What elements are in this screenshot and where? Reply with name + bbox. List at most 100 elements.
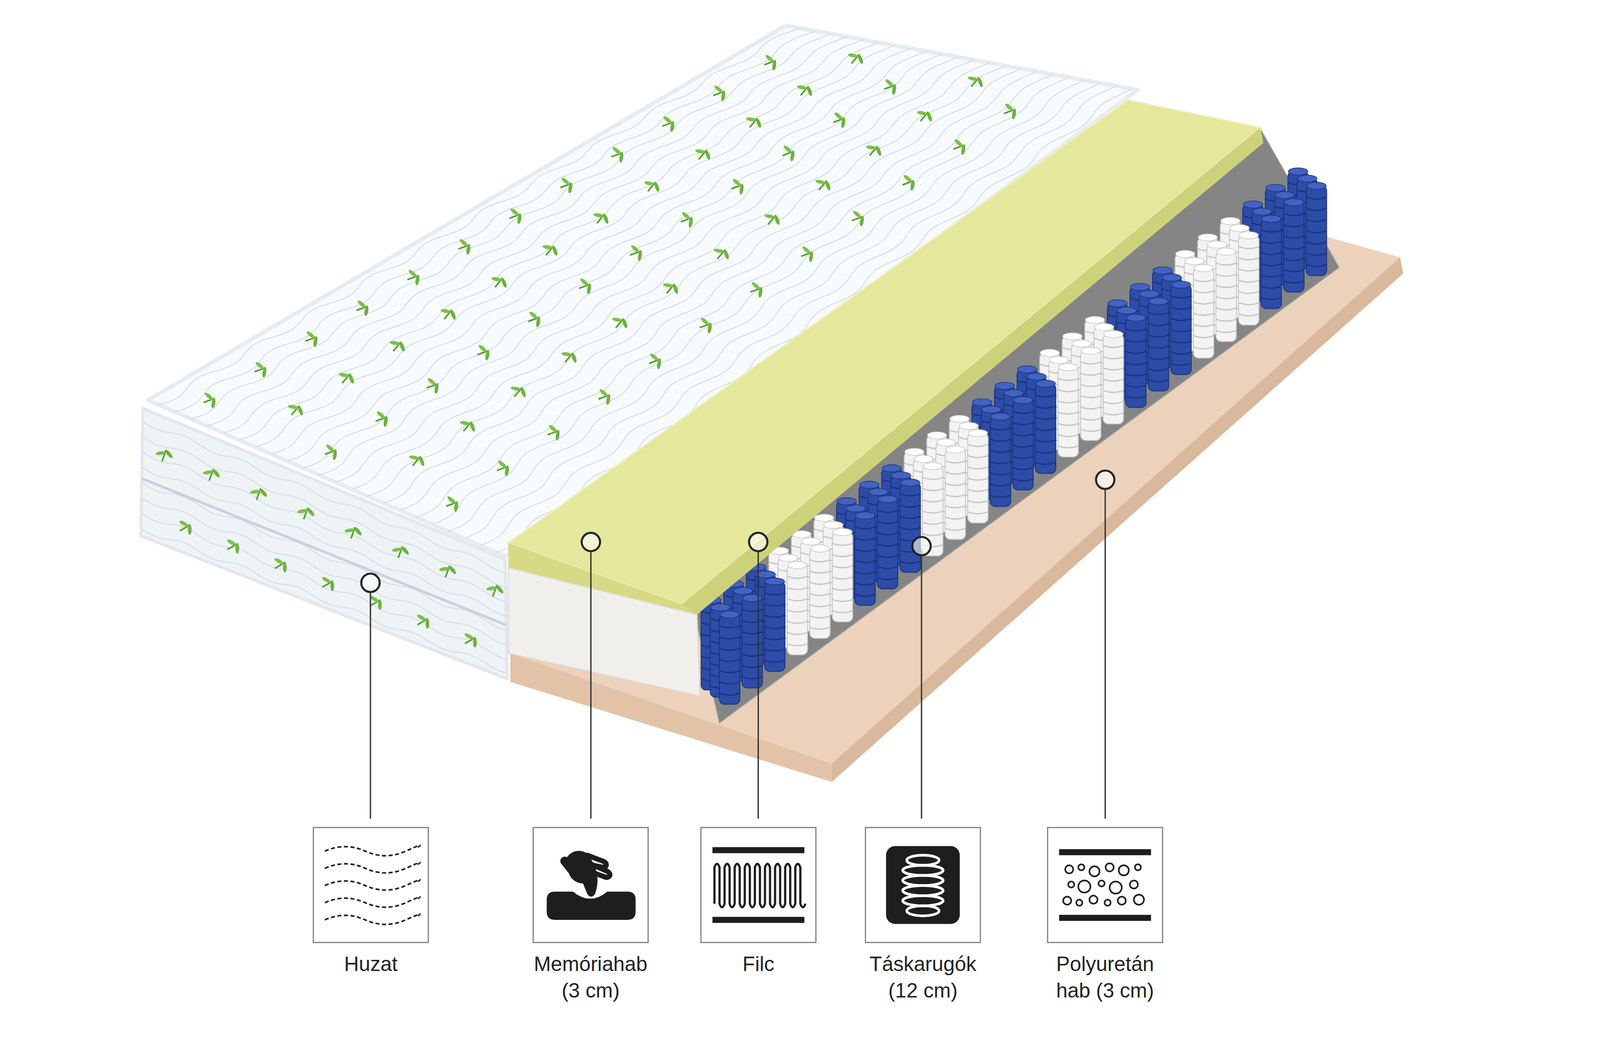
leaf-mark (575, 274, 595, 297)
leaf (484, 349, 491, 361)
leaf (773, 214, 781, 226)
quilt-line (140, 527, 507, 673)
leader-line (757, 552, 759, 819)
leaf-mark (506, 380, 530, 403)
leaf (976, 76, 984, 88)
spring-top (1094, 323, 1114, 331)
leaf-mark (881, 75, 901, 99)
coil (902, 865, 944, 876)
spring-body (1283, 202, 1304, 292)
bubble (1078, 863, 1085, 870)
spring-stripe (764, 603, 785, 606)
leaf (528, 310, 539, 320)
spring-stripe (1283, 280, 1304, 283)
spring-top (814, 513, 835, 521)
spring-top (810, 544, 830, 552)
part-label: Filc (693, 950, 824, 977)
leaf (567, 183, 574, 194)
leaf-mark (386, 334, 409, 357)
leaf (273, 557, 285, 566)
leaf (434, 383, 440, 395)
spring-stripe (990, 494, 1011, 497)
spring-top (1230, 224, 1250, 232)
spring-body (900, 482, 921, 573)
spring-stripe (832, 576, 853, 579)
leaf (449, 309, 457, 321)
spring-stripe (922, 510, 943, 513)
spring-top (787, 561, 808, 569)
spring-stripe (990, 450, 1011, 453)
leaf-mark (404, 266, 424, 289)
spring-stripe (1170, 296, 1192, 298)
spring-stripe (877, 566, 898, 569)
spring-top (846, 504, 866, 512)
spring-body (719, 614, 740, 705)
quilt-line (142, 451, 507, 602)
spring-body (1148, 301, 1169, 391)
spring-stripe (1216, 285, 1237, 288)
leaf (491, 276, 502, 283)
leaf (258, 487, 269, 498)
spring-stripe (1306, 208, 1327, 211)
spring-stripe (1261, 252, 1282, 255)
mattress (140, 25, 1403, 819)
leaf (612, 316, 623, 323)
leaf-mark (645, 349, 666, 373)
spring-stripe (1125, 373, 1146, 376)
leader-marker (1096, 470, 1115, 489)
leaf-mark (372, 407, 392, 430)
spring-stripe (1306, 197, 1327, 199)
leaf (500, 277, 508, 289)
spring-top (1058, 363, 1079, 371)
bubble (1068, 881, 1075, 888)
spring-top (1103, 330, 1124, 338)
spring (1261, 215, 1282, 309)
spring-stripe (1103, 412, 1124, 415)
coil (902, 875, 944, 886)
spring-stripe (1216, 319, 1237, 322)
bubble (1063, 896, 1072, 905)
spring-stripe (922, 522, 943, 525)
spring-top (900, 479, 921, 487)
spring-stripe (1283, 247, 1304, 250)
spring-top (1193, 264, 1214, 272)
leaf (694, 148, 706, 155)
coil (902, 885, 944, 896)
spring-stripe (1148, 357, 1169, 360)
spring (1193, 264, 1214, 358)
spring-stripe (809, 593, 830, 596)
leaf (296, 508, 308, 514)
foam-frame (508, 567, 701, 697)
spring-top (1216, 248, 1237, 256)
icon-symbol (1059, 849, 1152, 921)
spring-top (1085, 316, 1105, 324)
leader-line (369, 592, 372, 819)
leaf (662, 282, 674, 289)
spring-stripe (1058, 400, 1079, 403)
bubble (1065, 865, 1074, 874)
leaf (398, 341, 406, 352)
icon-box: Memóriahab (3 cm) (525, 826, 656, 1004)
leaf-mark (284, 398, 308, 422)
spring-top (877, 495, 898, 503)
leaf (1011, 108, 1017, 120)
leaf (637, 250, 643, 262)
leaf (926, 111, 934, 122)
leaf-mark (335, 366, 358, 389)
leaf (764, 53, 775, 64)
icon-box: Filc (693, 826, 824, 977)
spring-stripe (1013, 422, 1034, 425)
spring-stripe (764, 592, 785, 595)
spring (809, 544, 830, 639)
spring (1238, 231, 1259, 325)
leaf (463, 632, 475, 641)
leaf (458, 237, 469, 248)
leaf (967, 75, 979, 82)
leaf-mark (557, 345, 581, 369)
spring-stripe (1058, 389, 1079, 392)
leaf (713, 84, 724, 94)
spring-stripe (1193, 346, 1214, 349)
leaf (865, 144, 877, 151)
spring-top (1080, 347, 1101, 355)
